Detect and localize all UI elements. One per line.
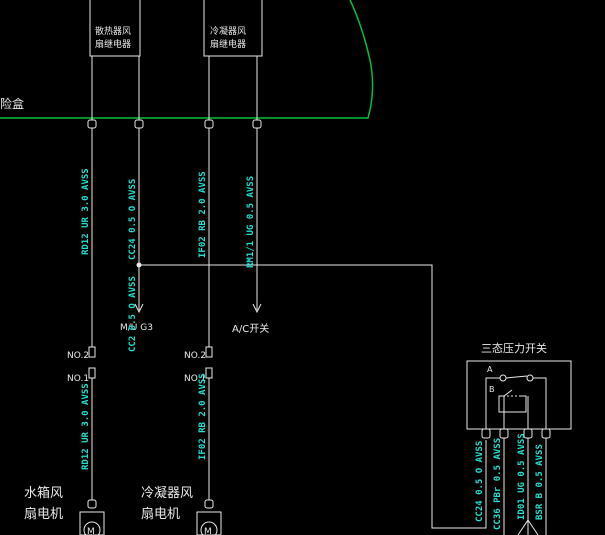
motor-radiator-label-2: 扇电机	[24, 506, 63, 522]
motor-condenser-symbol: M	[204, 527, 212, 535]
motor-radiator-fan: 水箱风 扇电机 M	[24, 485, 105, 535]
pressure-switch: 三态压力开关 A B	[466, 341, 572, 535]
connector-right: NO.2 NO.1	[184, 346, 213, 500]
motor-radiator-symbol: M	[87, 527, 95, 535]
pressure-switch-pin-b: B	[489, 385, 495, 394]
relay-box-boundary	[0, 0, 374, 119]
wire-label-rm11: RM1/1 UG 0.5 AVSS	[246, 176, 256, 268]
wire-label-cc24-top: CC24 0.5 O AVSS	[128, 179, 138, 260]
relay-radiator-label-2: 扇继电器	[95, 38, 131, 50]
connector-left: NO.2 NO.1	[67, 346, 96, 500]
connector-left-no1: NO.1	[67, 374, 89, 384]
ac-destination-label: A/C开关	[232, 322, 269, 335]
motor-radiator-label-1: 水箱风	[24, 485, 63, 501]
main-wires	[91, 134, 487, 529]
wire-label-cc24-switch: CC24 0.5 O AVSS	[475, 441, 485, 522]
wire-label-if02-bottom: IF02 RB 2.0 AVSS	[198, 373, 208, 460]
motor-condenser-label-1: 冷凝器风	[141, 485, 193, 501]
relay-box-wires	[91, 56, 258, 120]
relay-radiator-fan: 散热器风 扇继电器	[89, 0, 141, 57]
pressure-switch-pin-a: A	[487, 365, 493, 374]
wire-label-cc36: CC36 PBr 0.5 AVSS	[493, 438, 503, 530]
connector-right-no2: NO.2	[184, 351, 206, 361]
relay-condenser-fan: 冷凝器风 扇继电器	[203, 0, 263, 57]
motor-condenser-fan: 冷凝器风 扇电机 M	[141, 485, 222, 535]
pressure-switch-title: 三态压力开关	[481, 341, 547, 355]
wire-label-id01: ID01 UG 0.5 AVSS	[517, 433, 527, 520]
ecu-destination-label: M/U G3	[120, 323, 153, 333]
junction-dot	[136, 262, 142, 268]
relay-condenser-label-2: 扇继电器	[210, 38, 246, 50]
wire-label-rd12-bottom: RD12 UR 3.0 AVSS	[81, 383, 91, 470]
relay-condenser-label-1: 冷凝器风	[210, 25, 246, 37]
connector-left-no2: NO.2	[67, 351, 89, 361]
box-terminals	[87, 119, 262, 134]
connector-right-no1: NO.1	[184, 374, 206, 384]
destination-arrows	[134, 303, 262, 314]
wire-label-rd12-top: RD12 UR 3.0 AVSS	[81, 168, 91, 255]
motor-condenser-label-2: 扇电机	[141, 506, 180, 522]
wire-label-bsr: BSR B 0.5 AVSS	[535, 444, 545, 520]
relay-box-label: 险盒	[0, 96, 24, 111]
wire-label-if02-top: IF02 RB 2.0 AVSS	[198, 171, 208, 258]
wire-label-cc2: CC2 0.5 O AVSS	[128, 276, 138, 352]
relay-radiator-label-1: 散热器风	[95, 25, 131, 37]
